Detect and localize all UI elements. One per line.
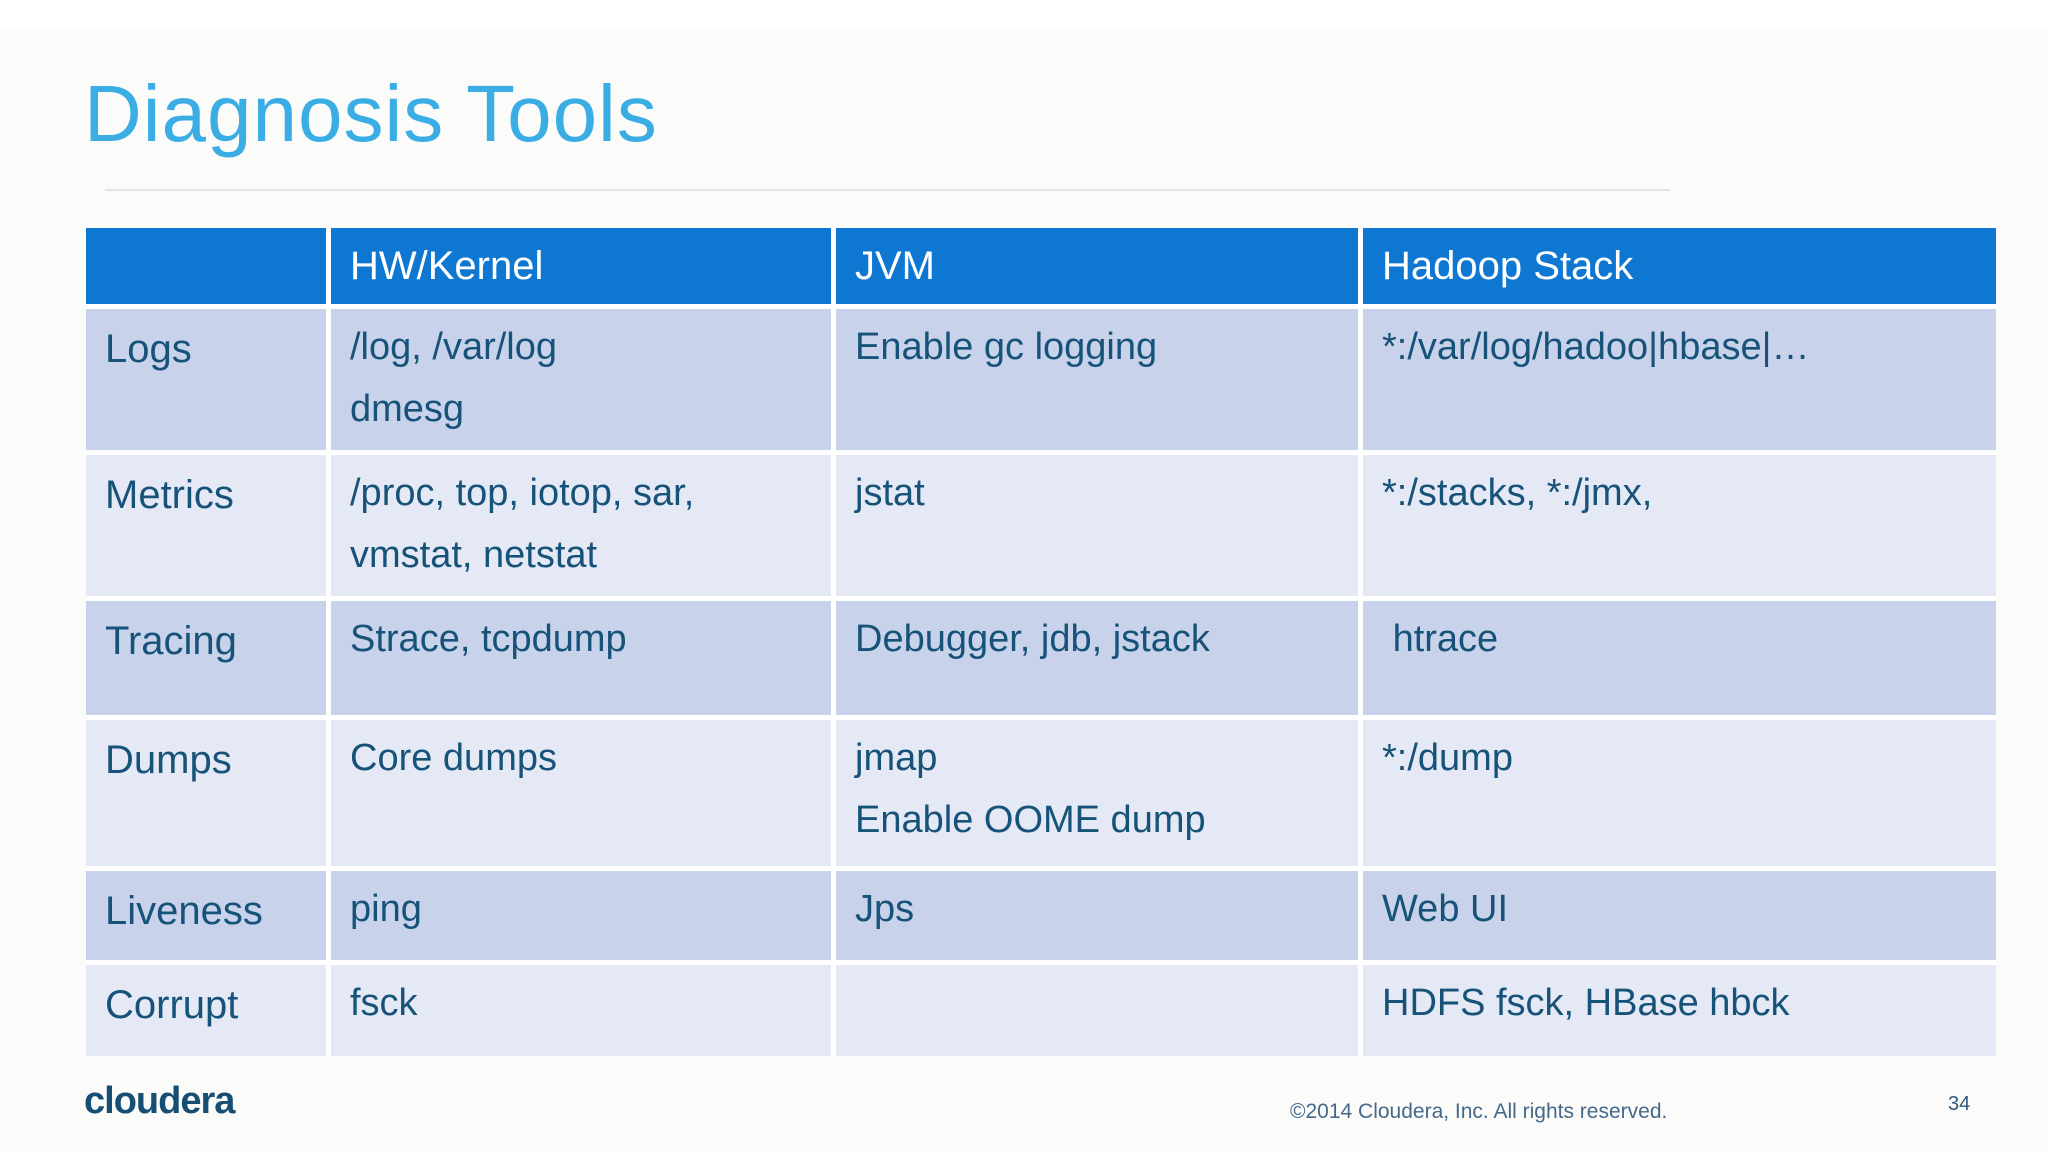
cell-dumps-hw-kernel: Core dumps <box>331 720 831 866</box>
cell-logs-jvm: Enable gc logging <box>836 309 1358 450</box>
cell-liveness-jvm: Jps <box>836 871 1358 960</box>
row-label-tracing: Tracing <box>86 601 326 715</box>
cell-dumps-hadoop-stack: *:/dump <box>1363 720 1996 866</box>
cell-corrupt-hw-kernel: fsck <box>331 965 831 1056</box>
cell-corrupt-jvm <box>836 965 1358 1056</box>
column-header-hw-kernel: HW/Kernel <box>331 228 831 304</box>
page-title: Diagnosis Tools <box>84 69 658 158</box>
cell-logs-hadoop-stack: *:/var/log/hadoo|hbase|… <box>1363 309 1996 450</box>
cell-metrics-hadoop-stack: *:/stacks, *:/jmx, <box>1363 455 1996 596</box>
cell-tracing-hadoop-stack: htrace <box>1363 601 1996 715</box>
column-header-blank <box>86 228 326 304</box>
column-header-jvm: JVM <box>836 228 1358 304</box>
cell-tracing-hw-kernel: Strace, tcpdump <box>331 601 831 715</box>
column-header-hadoop-stack: Hadoop Stack <box>1363 228 1996 304</box>
cell-tracing-jvm: Debugger, jdb, jstack <box>836 601 1358 715</box>
top-band <box>0 0 2048 28</box>
page-number: 34 <box>1948 1093 1971 1115</box>
cell-liveness-hw-kernel: ping <box>331 871 831 960</box>
diagnosis-tools-table: HW/Kernel JVM Hadoop Stack Logs /log, /v… <box>86 228 1996 1056</box>
cell-liveness-hadoop-stack: Web UI <box>1363 871 1996 960</box>
row-label-dumps: Dumps <box>86 720 326 866</box>
cell-logs-hw-kernel: /log, /var/log dmesg <box>331 309 831 450</box>
cell-metrics-jvm: jstat <box>836 455 1358 596</box>
title-divider <box>105 189 1670 191</box>
cell-metrics-hw-kernel: /proc, top, iotop, sar, vmstat, netstat <box>331 455 831 596</box>
row-label-liveness: Liveness <box>86 871 326 960</box>
cloudera-logo: cloudera <box>84 1080 235 1122</box>
row-label-logs: Logs <box>86 309 326 450</box>
cell-dumps-jvm: jmap Enable OOME dump <box>836 720 1358 866</box>
row-label-corrupt: Corrupt <box>86 965 326 1056</box>
footer-copyright: ©2014 Cloudera, Inc. All rights reserved… <box>1290 1100 1668 1123</box>
row-label-metrics: Metrics <box>86 455 326 596</box>
cell-corrupt-hadoop-stack: HDFS fsck, HBase hbck <box>1363 965 1996 1056</box>
